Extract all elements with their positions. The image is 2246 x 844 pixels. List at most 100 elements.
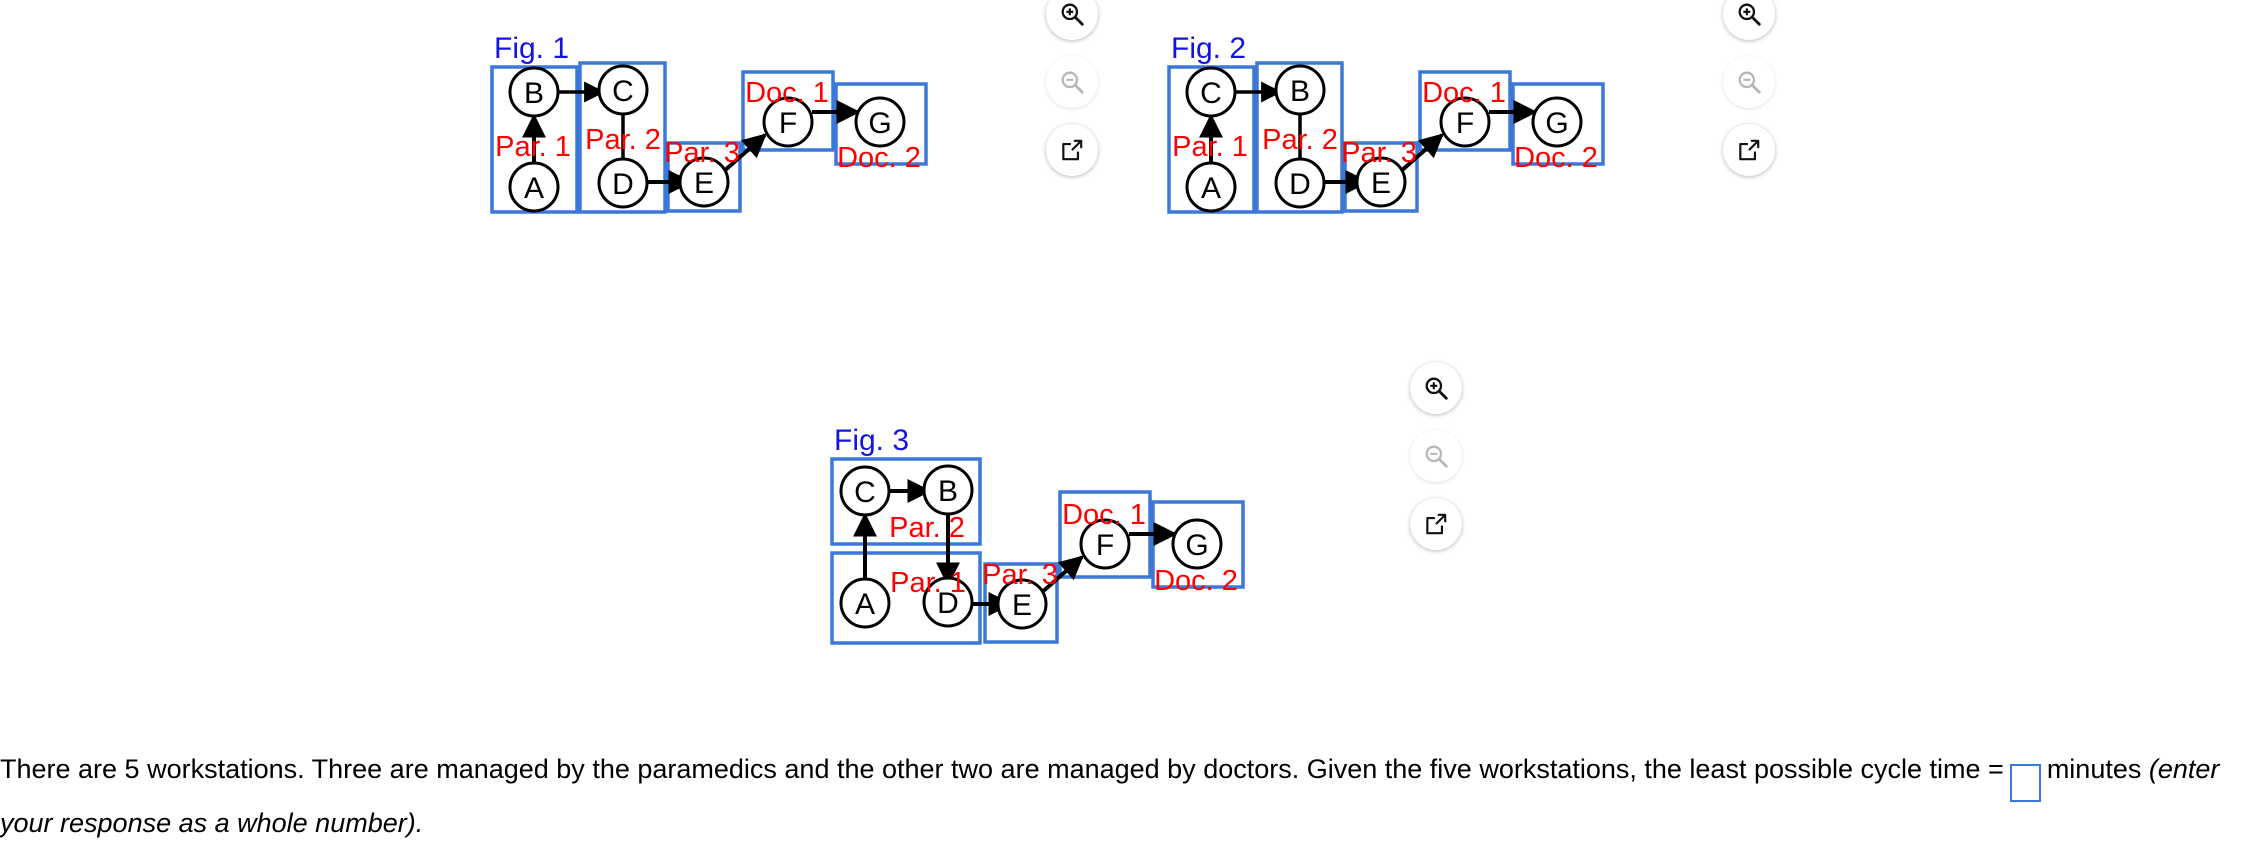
node-e-circle — [678, 156, 730, 208]
node-f-label: F — [1096, 529, 1114, 562]
station-box-doc-2 — [1151, 500, 1245, 589]
node-g-label: G — [868, 107, 891, 140]
station-box-par-1 — [830, 551, 982, 645]
node-b-circle — [508, 66, 560, 118]
station-label-doc-2: Doc. 2 — [837, 142, 921, 174]
station-label-doc-1: Doc. 1 — [1422, 77, 1506, 109]
node-e-label: E — [694, 167, 714, 200]
zoom-out-button[interactable] — [1410, 430, 1462, 482]
open-in-new-window-icon — [1739, 139, 1760, 161]
figure-2-title: Fig. 2 — [1171, 32, 1246, 65]
node-f-label: F — [779, 107, 797, 140]
question-block: There are 5 workstations. Three are mana… — [0, 748, 2246, 844]
question-text-unit: minutes — [2046, 754, 2142, 784]
node-g-circle — [1531, 96, 1583, 148]
station-label-par-2: Par. 2 — [585, 124, 661, 156]
zoom-out-icon — [1425, 445, 1448, 468]
node-e-circle — [1355, 156, 1407, 208]
node-c-label: C — [1200, 77, 1222, 110]
station-label-par-1: Par. 1 — [495, 131, 571, 163]
figure-2: C A B D E F G Par. 1 Par. 2 Par. 3 Doc. … — [1167, 32, 1787, 300]
node-d-circle — [922, 576, 974, 628]
station-label-par-2: Par. 2 — [889, 512, 965, 544]
node-c-circle — [1185, 66, 1237, 118]
node-f-circle — [1079, 518, 1131, 570]
zoom-in-icon — [1425, 377, 1448, 400]
figure-3-title: Fig. 3 — [834, 424, 909, 457]
node-b-label: B — [938, 475, 958, 508]
node-b-circle — [922, 464, 974, 516]
station-label-par-2: Par. 2 — [1262, 124, 1338, 156]
question-text-instruction: (enter your response as a whole number). — [0, 754, 2220, 838]
edge-e-to-f — [1398, 133, 1444, 174]
zoom-out-button[interactable] — [1046, 56, 1098, 108]
figure-2-diagram: C A B D E F G Par. 1 Par. 2 Par. 3 Doc. … — [1167, 32, 1605, 214]
station-label-doc-1: Doc. 1 — [745, 77, 829, 109]
figure-2-controls — [1723, 0, 1775, 192]
node-b-label: B — [1290, 75, 1310, 108]
node-f-circle — [1439, 96, 1491, 148]
node-a-label: A — [1201, 172, 1221, 205]
node-d-label: D — [612, 168, 634, 201]
figure-1-controls — [1046, 0, 1098, 192]
station-box-doc-2 — [834, 82, 928, 166]
node-e-label: E — [1012, 589, 1032, 622]
node-a-circle — [1185, 161, 1237, 213]
question-text-part-1: There are 5 workstations. Three are mana… — [0, 754, 2004, 784]
station-box-par-3 — [666, 141, 742, 213]
station-label-doc-2: Doc. 2 — [1154, 565, 1238, 597]
open-in-new-window-button[interactable] — [1410, 498, 1462, 550]
figure-1: B A C D E F G Par. 1 Par. 2 Par. 3 Doc. … — [490, 32, 1110, 300]
node-d-circle — [1274, 157, 1326, 209]
open-in-new-window-icon — [1062, 139, 1083, 161]
node-e-label: E — [1371, 167, 1391, 200]
zoom-out-button[interactable] — [1723, 56, 1775, 108]
figure-1-title: Fig. 1 — [494, 32, 569, 65]
node-g-label: G — [1185, 529, 1208, 562]
node-d-label: D — [1289, 168, 1311, 201]
station-label-par-3: Par. 3 — [982, 559, 1058, 591]
node-f-label: F — [1456, 107, 1474, 140]
zoom-in-button[interactable] — [1723, 0, 1775, 40]
station-label-par-3: Par. 3 — [1341, 137, 1417, 169]
node-c-circle — [839, 465, 891, 517]
node-f-circle — [762, 96, 814, 148]
zoom-in-button[interactable] — [1410, 362, 1462, 414]
figure-3: C B A D E F G Par. 2 Par. 1 Par. 3 Doc. … — [830, 412, 1450, 702]
station-box-doc-2 — [1511, 82, 1605, 166]
node-a-label: A — [855, 588, 875, 621]
answer-input[interactable] — [2009, 763, 2041, 802]
node-a-circle — [508, 161, 560, 213]
node-g-circle — [1171, 518, 1223, 570]
zoom-in-icon — [1738, 3, 1761, 26]
node-a-circle — [839, 577, 891, 629]
zoom-out-icon — [1738, 71, 1761, 94]
figure-1-diagram: B A C D E F G Par. 1 Par. 2 Par. 3 Doc. … — [490, 32, 928, 214]
station-label-par-3: Par. 3 — [664, 137, 740, 169]
open-in-new-window-icon — [1426, 513, 1447, 535]
figure-3-controls — [1410, 362, 1462, 566]
node-b-circle — [1274, 64, 1326, 116]
zoom-in-icon — [1061, 3, 1084, 26]
station-label-par-1: Par. 1 — [1172, 131, 1248, 163]
node-c-circle — [597, 64, 649, 116]
edge-e-to-f — [721, 133, 767, 174]
zoom-out-icon — [1061, 71, 1084, 94]
node-e-circle — [996, 578, 1048, 630]
station-box-par-3 — [1343, 141, 1419, 213]
station-box-par-2 — [1255, 61, 1344, 214]
node-d-label: D — [937, 587, 959, 620]
figure-3-diagram: C B A D E F G Par. 2 Par. 1 Par. 3 Doc. … — [830, 424, 1245, 645]
station-box-par-2 — [578, 61, 667, 214]
node-a-label: A — [524, 172, 544, 205]
node-d-circle — [597, 157, 649, 209]
node-c-label: C — [854, 476, 876, 509]
open-in-new-window-button[interactable] — [1046, 124, 1098, 176]
open-in-new-window-button[interactable] — [1723, 124, 1775, 176]
edge-e-to-f — [1038, 555, 1084, 596]
station-label-doc-1: Doc. 1 — [1062, 499, 1146, 531]
zoom-in-button[interactable] — [1046, 0, 1098, 40]
station-label-doc-2: Doc. 2 — [1514, 142, 1598, 174]
station-box-par-2 — [830, 457, 982, 546]
node-g-circle — [854, 96, 906, 148]
